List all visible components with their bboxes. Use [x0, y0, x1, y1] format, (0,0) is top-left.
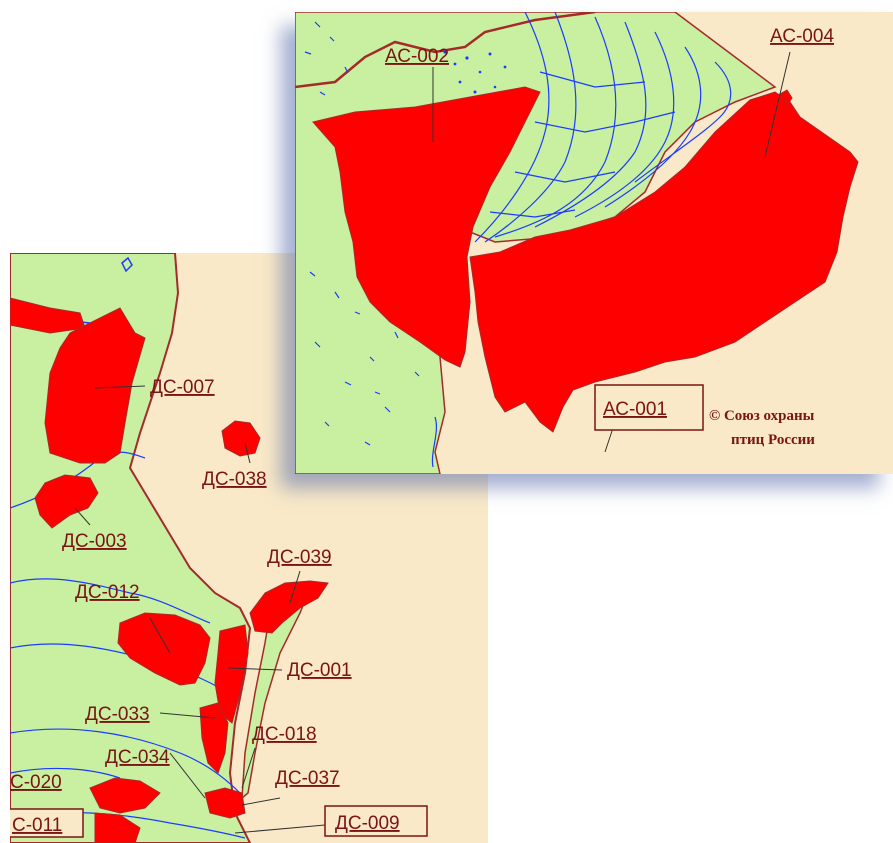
area-ds012	[117, 612, 211, 686]
area-small-ne	[779, 89, 793, 105]
label-ds012: ДС-012	[75, 582, 140, 603]
right-lakes	[304, 21, 437, 468]
label-ds007: ДС-007	[150, 377, 215, 398]
label-ds033: ДС-033	[85, 704, 150, 725]
label-ds020: С-020	[10, 772, 62, 793]
area-as004	[469, 91, 859, 433]
area-ds011	[94, 812, 141, 843]
left-river-4	[10, 728, 241, 794]
label-ds009: ДС-009	[335, 813, 400, 834]
area-ds003	[34, 474, 99, 529]
label-ds001: ДС-001	[287, 660, 352, 681]
area-ds039	[249, 580, 329, 634]
right-map-panel: АС-002 АС-004 АС-001 © Союз охраны птиц …	[295, 12, 893, 474]
label-ds011: С-011	[12, 815, 62, 836]
label-ds011-box	[10, 808, 84, 838]
right-border-top	[295, 12, 596, 89]
label-ds003: ДС-003	[62, 531, 127, 552]
label-as002: АС-002	[385, 46, 449, 67]
label-ds018: ДС-018	[252, 724, 317, 745]
label-ds037: ДС-037	[275, 768, 340, 789]
label-ds009-box	[324, 805, 428, 837]
copyright-line-2: птиц России	[731, 432, 815, 448]
left-map-svg: ДС-007 ДС-038 ДС-003 ДС-039 ДС-012 ДС-00…	[10, 253, 428, 843]
label-as001: АС-001	[603, 399, 667, 420]
left-island-1	[121, 256, 133, 273]
right-delta-rivers	[474, 12, 732, 243]
left-leader-lines	[74, 385, 326, 834]
label-ds039: ДС-039	[267, 547, 332, 568]
area-as002	[312, 86, 541, 368]
label-ds034: ДС-034	[105, 747, 170, 768]
right-map-svg: АС-002 АС-004 АС-001 © Союз охраны птиц …	[295, 12, 859, 474]
label-as001-box	[594, 384, 704, 431]
area-ds037	[204, 787, 246, 819]
area-ds033	[199, 702, 229, 774]
area-ds001	[214, 624, 249, 724]
label-as004: АС-004	[770, 26, 834, 47]
copyright-line-1: © Союз охраны	[709, 408, 815, 424]
left-river-6	[10, 767, 121, 779]
area-ds007	[44, 307, 146, 464]
area-ds038	[221, 420, 261, 457]
label-ds038: ДС-038	[202, 469, 267, 490]
left-river-2	[10, 578, 211, 624]
area-ds020	[89, 777, 161, 814]
